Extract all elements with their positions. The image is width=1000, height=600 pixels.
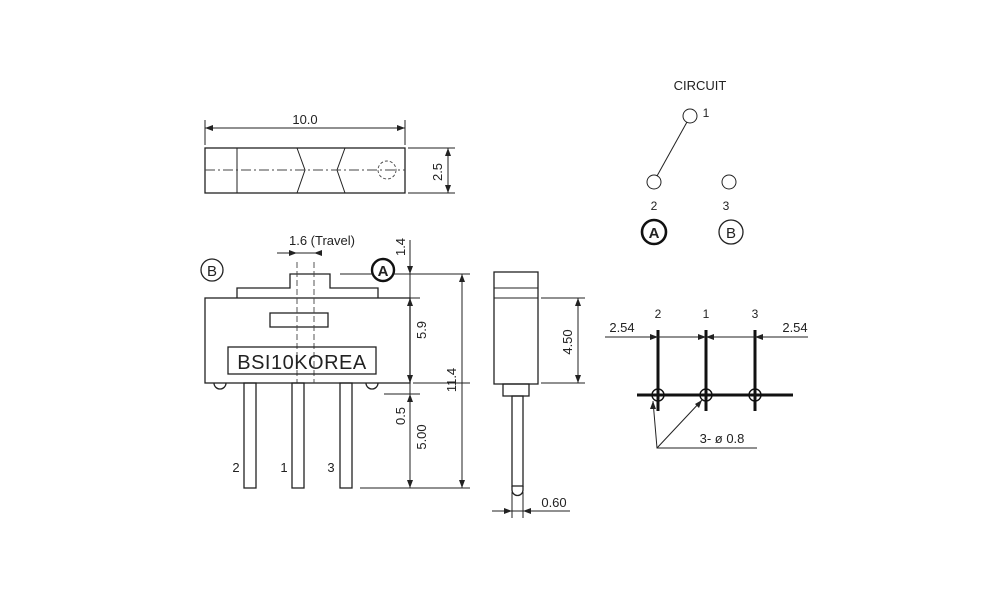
switch-marking: BSI10KOREA <box>237 352 367 374</box>
pcb-hole-note: 3- ø 0.8 <box>700 431 745 446</box>
side-body-height-dim: 4.50 <box>560 329 575 354</box>
circuit-position-b-label: B <box>726 225 736 242</box>
pcb-layout: 2 1 3 2.54 2.54 3- ø 0.8 <box>605 307 808 449</box>
terminal-3-circle <box>721 174 737 190</box>
side-view: 4.50 0.60 <box>492 271 585 518</box>
circuit-diagram: CIRCUIT 1 2 3 A B <box>640 78 744 246</box>
front-view: BSI10KOREA 2 1 3 1.6 (Travel) B A <box>200 233 470 489</box>
front-pin-label-1: 1 <box>280 460 287 475</box>
terminal-1-label: 1 <box>703 106 710 120</box>
front-pin-label-2: 2 <box>232 460 239 475</box>
pcb-pitch-left-dim: 2.54 <box>609 320 634 335</box>
circuit-position-a-label: A <box>649 225 660 242</box>
pcb-pin-label-2: 2 <box>655 307 662 321</box>
body-height-dim: 5.9 <box>414 321 429 339</box>
pcb-pin-label-3: 3 <box>752 307 759 321</box>
pcb-hole-3 <box>748 388 762 402</box>
front-position-b-marker <box>200 258 224 282</box>
circuit-contact-lever <box>656 121 688 177</box>
pcb-hole-1 <box>699 388 713 402</box>
pin-length-dim: 5.00 <box>414 424 429 449</box>
front-pin-label-3: 3 <box>327 460 334 475</box>
circuit-position-a-marker <box>640 218 668 246</box>
pcb-pitch-right-dim: 2.54 <box>782 320 807 335</box>
front-position-a-marker <box>370 257 396 283</box>
top-view-hole <box>377 160 397 180</box>
circuit-title: CIRCUIT <box>674 78 727 93</box>
pcb-pin-label-1: 1 <box>703 307 710 321</box>
top-view-height-dim: 2.5 <box>430 163 445 181</box>
circuit-position-b-marker <box>718 219 744 245</box>
terminal-1-circle <box>682 108 698 124</box>
side-pin-width-dim: 0.60 <box>541 495 566 510</box>
pcb-hole-2 <box>651 388 665 402</box>
terminal-2-label: 2 <box>651 199 658 213</box>
top-view-width-dim: 10.0 <box>292 112 317 127</box>
travel-dim: 1.6 (Travel) <box>289 233 355 248</box>
terminal-2-circle <box>646 174 662 190</box>
total-height-dim: 11.4 <box>444 368 459 392</box>
front-position-b-label: B <box>207 263 217 280</box>
terminal-3-label: 3 <box>723 199 730 213</box>
actuator-height-dim: 1.4 <box>393 238 408 256</box>
top-view: 10.0 2.5 <box>204 112 455 194</box>
front-position-a-label: A <box>378 263 389 280</box>
standoff-dim: 0.5 <box>393 407 408 425</box>
